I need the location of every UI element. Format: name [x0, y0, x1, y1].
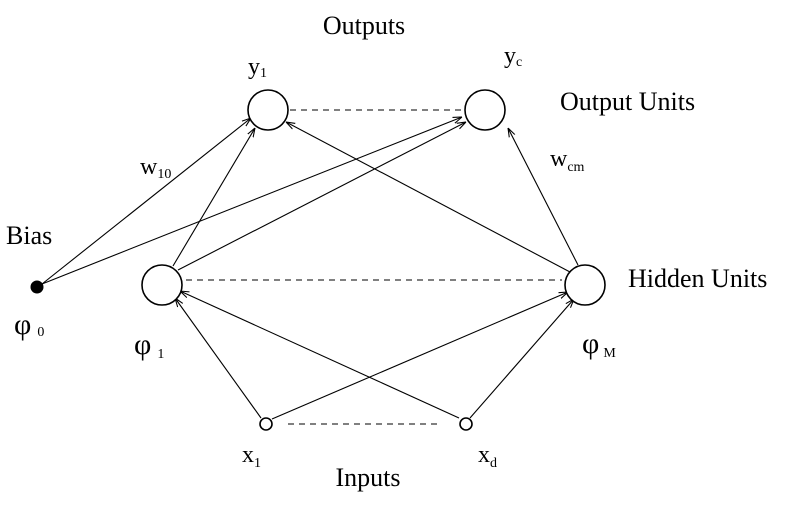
edge-xd-phi1 — [180, 291, 460, 419]
edge-x1-phi1 — [175, 298, 262, 419]
xd-label: xd — [478, 442, 497, 471]
edge-x1-phiM — [271, 292, 568, 420]
edge-phi1-y1 — [172, 128, 255, 267]
edge-phi1-yc — [177, 122, 466, 271]
outputs-label: Outputs — [323, 11, 405, 40]
output-node-yc — [464, 89, 506, 131]
wcm-label: wcm — [550, 146, 585, 175]
input-node-x1 — [259, 417, 273, 431]
hidden-node-phi1 — [141, 264, 183, 306]
hidden-node-phiM — [564, 264, 606, 306]
edge-xd-phiM — [469, 299, 574, 419]
output-units-label: Output Units — [560, 87, 695, 116]
bias-node — [30, 280, 44, 294]
edge-bias-yc — [41, 117, 462, 285]
y1-label: y1 — [248, 54, 267, 81]
hidden-units-label: Hidden Units — [628, 264, 767, 293]
w10-label: w10 — [140, 154, 171, 182]
edge-phiM-y1 — [286, 122, 571, 273]
inputs-label: Inputs — [336, 463, 401, 492]
edge-phiM-yc — [508, 128, 579, 266]
yc-label: yc — [504, 43, 522, 70]
output-node-y1 — [247, 89, 289, 131]
edge-bias-y1 — [41, 118, 251, 285]
input-node-xd — [459, 417, 473, 431]
x1-label: x1 — [242, 442, 261, 471]
bias-label: Bias — [6, 221, 52, 250]
